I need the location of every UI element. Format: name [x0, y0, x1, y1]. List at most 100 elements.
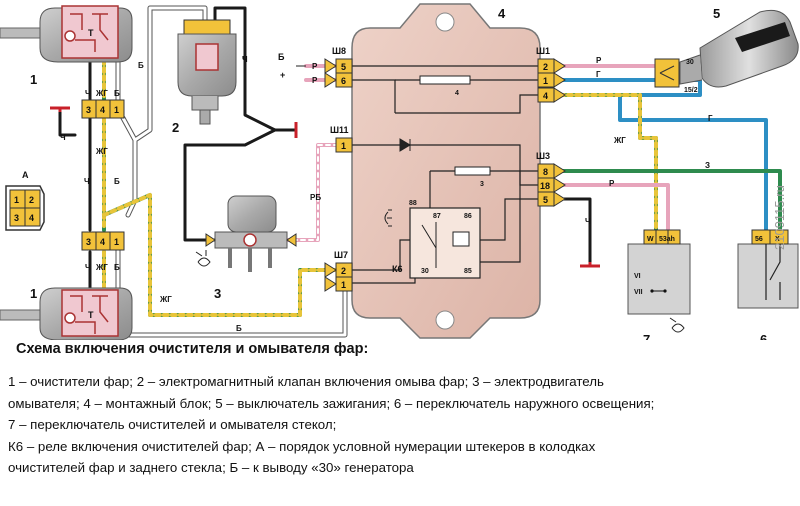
wiper-connector-bottom [81, 231, 125, 251]
caption-line: 1 – очистители фар; 2 – электромагнитный… [8, 374, 604, 389]
ground-symbols [50, 106, 600, 268]
switch7-pin: 53ah [659, 236, 675, 243]
mounting-block [350, 3, 541, 339]
wire-label: Б [138, 61, 144, 70]
output-b-wire: Р [312, 76, 318, 85]
ignition-terminal: 15/2 [684, 87, 698, 94]
wire-ch-left [58, 58, 92, 292]
connector-name: Ш8 [332, 46, 346, 56]
connector-name: Ш7 [334, 250, 348, 260]
pin-number: 18 [540, 181, 550, 191]
wire-ch-ground [558, 197, 592, 264]
element-number: 3 [480, 181, 484, 188]
component-number: 1 [30, 286, 37, 301]
caption-line: омывателя; 4 – монтажный блок; 5 – выклю… [8, 395, 655, 411]
pin-number: 1 [341, 141, 346, 151]
wiper-pin: 3 [86, 237, 91, 247]
wire-label: Ч [85, 89, 91, 98]
pin-number: 4 [543, 91, 548, 101]
watermark: 2109115.ru [772, 185, 787, 250]
caption-line: К6 – реле включения очистителей фар; А –… [8, 438, 596, 454]
wiper-pin: 1 [114, 237, 119, 247]
wire-label: Г [708, 114, 713, 123]
wire-r-sw7 [558, 183, 670, 232]
connector-name: Ш1 [536, 46, 550, 56]
wiper-pin: 3 [86, 105, 91, 115]
pin-number: 1 [341, 280, 346, 290]
pin-number: 5 [543, 195, 548, 205]
wire-label: ЖГ [95, 147, 108, 156]
component-number: 2 [172, 120, 179, 135]
wiper-switch-7 [627, 229, 691, 333]
diagram-labels: 1 2 3 4 5 6 7 1 Ч ЖГ Б Б Ч Ч Ч ЖГ Б Ч ЖГ… [14, 6, 780, 340]
wiring-diagram: 1 2 3 4 5 6 7 1 Ч ЖГ Б Б Ч Ч Ч ЖГ Б Ч ЖГ… [0, 3, 799, 340]
wire-b-valve [120, 5, 208, 218]
wire-label: Б [114, 89, 120, 98]
ignition-switch [654, 9, 799, 88]
component-number: 1 [30, 72, 37, 87]
element-number: 4 [455, 90, 459, 97]
pin-number: 1 [543, 76, 548, 86]
relay-pin: 85 [464, 268, 472, 275]
wire-label: ЖГ [159, 295, 172, 304]
wire-label: Р [596, 56, 602, 65]
connector-a-pin: 2 [29, 195, 34, 205]
pin-number: 5 [341, 62, 346, 72]
pin-number: 2 [341, 266, 346, 276]
caption-title: Схема включения очистителя и омывателя ф… [16, 341, 369, 357]
wire-label: ЖГ [613, 136, 626, 145]
connector-a-pin: 1 [14, 195, 19, 205]
wire-label: Ч [84, 177, 90, 186]
wire-label: РБ [310, 193, 321, 202]
wire-zhg-sw7 [558, 93, 658, 232]
washer-valve [177, 19, 237, 125]
switch7-position: VI [634, 273, 641, 280]
output-b-label: Б [278, 52, 285, 62]
pin-number: 2 [543, 62, 548, 72]
ignition-terminal: 30 [686, 59, 694, 66]
switch6-pin: X [775, 236, 780, 243]
light-switch-6 [737, 229, 799, 309]
wire-label: Ч [585, 217, 591, 226]
washer-motor [195, 195, 297, 272]
wires [58, 5, 782, 338]
pin-number: 6 [341, 76, 346, 86]
wiper-connector-top [81, 99, 125, 119]
wire-ch-valve [183, 6, 298, 242]
wire-label: Б [114, 177, 120, 186]
relay-pin: 88 [409, 200, 417, 207]
component-number: 5 [713, 6, 720, 21]
wire-label: Ч [242, 55, 248, 64]
connector-a-label: А [22, 170, 29, 180]
block-connectors [324, 58, 566, 292]
wiper-pin: 1 [114, 105, 119, 115]
relay-name: К6 [392, 264, 403, 274]
component-number: 4 [498, 6, 506, 21]
wire-rb [283, 143, 340, 242]
connector-a-pin: 3 [14, 213, 19, 223]
wiper-pin: 4 [100, 105, 105, 115]
wire-label: Ч [85, 263, 91, 272]
relay-pin: 86 [464, 213, 472, 220]
caption: Схема включения очистителя и омывателя ф… [8, 341, 794, 479]
switch7-pin: W [647, 236, 654, 243]
wire-label: Б [236, 324, 242, 333]
wire-zhg-motor [102, 193, 347, 317]
connector-name: Ш11 [330, 125, 349, 135]
wire-label: Б [114, 263, 120, 272]
wire-label: ЖГ [95, 89, 108, 98]
wire-z [558, 169, 782, 232]
caption-line: очистителей фар и заднего стекла; Б – к … [8, 460, 414, 475]
component-number: 3 [214, 286, 221, 301]
wire-label: ЖГ [95, 263, 108, 272]
motor-letter: Т [88, 28, 94, 38]
switch6-pin: 56 [755, 236, 763, 243]
wire-label: З [705, 161, 710, 170]
wire-label: Ч [60, 133, 66, 142]
connector-name: Ш3 [536, 151, 550, 161]
component-number: 6 [760, 332, 767, 340]
pin-number: 8 [543, 167, 548, 177]
component-number: 7 [643, 332, 650, 340]
output-b-wire: Р [312, 62, 318, 71]
